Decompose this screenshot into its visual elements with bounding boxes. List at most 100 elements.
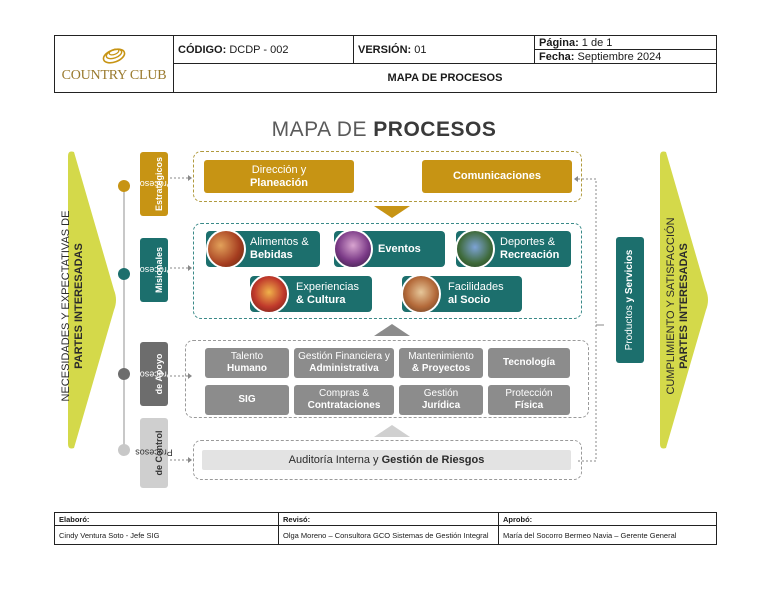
header-table: COUNTRY CLUB CÓDIGO: DCDP - 002 VERSIÓN:… — [54, 35, 717, 93]
frame-estrategicos — [193, 151, 582, 202]
pagina-label: Página: — [539, 36, 579, 49]
aprobo-value: María del Socorro Bermeo Navia – Gerente… — [503, 530, 677, 540]
elaboro-label: Elaboró: — [59, 514, 90, 524]
facilidades-line1: Facilidades — [448, 281, 504, 293]
reviso-cell: Olga Moreno – Consultora GCO Sistemas de… — [279, 526, 499, 544]
codigo-label: CÓDIGO: — [178, 43, 227, 56]
mantenimiento-line2: & Proyectos — [411, 363, 471, 374]
pagina-value: 1 de 1 — [581, 36, 613, 49]
process-mantenimiento: Mantenimiento & Proyectos — [399, 348, 483, 378]
map-title-bold: PROCESOS — [373, 118, 497, 141]
juridica-line2: Jurídica — [421, 400, 461, 411]
direccion-line2: Planeación — [249, 176, 309, 189]
fecha-cell: Fecha: Septiembre 2024 — [535, 50, 716, 64]
codigo-cell: CÓDIGO: DCDP - 002 — [174, 36, 354, 64]
talento-line2: Humano — [227, 363, 267, 374]
frame-apoyo — [185, 340, 589, 418]
process-compras: Compras & Contrataciones — [294, 385, 394, 415]
sig-label: SIG — [238, 394, 256, 405]
gestion-fin-line2: Administrativa — [309, 363, 379, 374]
mantenimiento-line1: Mantenimiento — [408, 351, 474, 362]
down-chevron-icon — [374, 206, 410, 218]
frame-misionales — [193, 223, 582, 319]
products-light: Productos — [624, 302, 635, 351]
reviso-label: Revisó: — [283, 514, 311, 524]
pagina-cell: Página: 1 de 1 — [535, 36, 716, 50]
dot-apoyo — [118, 368, 130, 380]
version-label: VERSIÓN: — [358, 43, 412, 56]
elaboro-value: Cindy Ventura Soto - Jefe SIG — [59, 530, 160, 540]
version-cell: VERSIÓN: 01 — [354, 36, 535, 64]
signature-table: Elaboró: Revisó: Aprobó: Cindy Ventura S… — [54, 512, 717, 545]
process-tecnologia: Tecnología — [488, 348, 570, 378]
auditoria-light: Auditoría Interna y — [288, 454, 379, 466]
left-input-arrow — [68, 151, 116, 449]
alimentos-line1: Alimentos & — [250, 236, 309, 248]
dot-misionales — [118, 268, 130, 280]
reviso-value: Olga Moreno – Consultora GCO Sistemas de… — [283, 530, 489, 540]
process-gestion-financiera: Gestión Financiera y Administrativa — [294, 348, 394, 378]
aprobo-cell: María del Socorro Bermeo Navia – Gerente… — [499, 526, 716, 544]
deportes-photo-icon — [455, 229, 495, 269]
experiencias-line2: & Cultura — [296, 294, 346, 306]
elaboro-header: Elaboró: — [55, 513, 279, 526]
map-title-light: MAPA DE — [271, 118, 374, 141]
gestion-fin-line1: Gestión Financiera y — [298, 351, 390, 362]
facilidades-line2: al Socio — [448, 294, 491, 306]
facilidades-photo-icon — [401, 274, 441, 314]
dot-control — [118, 444, 130, 456]
map-title: MAPA DE PROCESOS — [0, 118, 768, 142]
left-arrow-text: NECESIDADES Y EXPECTATIVAS DE PARTES INT… — [60, 186, 88, 426]
club-logo-icon — [102, 48, 126, 64]
experiencias-line1: Experiencias — [296, 281, 359, 293]
compras-line1: Compras & — [318, 388, 369, 399]
fecha-label: Fecha: — [539, 50, 575, 63]
logo-text: COUNTRY CLUB — [61, 68, 167, 83]
right-output-arrow — [660, 151, 708, 449]
juridica-line1: Gestión — [423, 388, 459, 399]
eventos-label: Eventos — [378, 242, 421, 255]
tecnologia-label: Tecnología — [502, 357, 556, 368]
proteccion-line1: Protección — [505, 388, 553, 399]
deportes-line2: Recreación — [500, 249, 560, 261]
process-juridica: Gestión Jurídica — [399, 385, 483, 415]
alimentos-photo-icon — [206, 229, 246, 269]
left-arrow-line2: PARTES INTERESADAS — [73, 243, 85, 369]
version-value: 01 — [414, 43, 427, 56]
right-arrow-text: CUMPLIMIENTO Y SATISFACCIÓN PARTES INTER… — [665, 186, 693, 426]
eventos-photo-icon — [333, 229, 373, 269]
fecha-value: Septiembre 2024 — [577, 50, 662, 63]
alimentos-line2: Bebidas — [250, 249, 293, 261]
left-arrow-line1: NECESIDADES Y EXPECTATIVAS DE — [60, 210, 72, 402]
aprobo-label: Aprobó: — [503, 514, 533, 524]
experiencias-photo-icon — [249, 274, 289, 314]
logo: COUNTRY CLUB — [55, 36, 174, 92]
process-comunicaciones: Comunicaciones — [422, 160, 572, 193]
doc-title: MAPA DE PROCESOS — [387, 72, 503, 84]
doc-title-cell: MAPA DE PROCESOS — [174, 64, 716, 92]
products-services-box: Productos y Servicios — [616, 237, 644, 363]
process-auditoria: Auditoría Interna y Gestión de Riesgos — [202, 450, 571, 470]
process-direccion: Dirección y Planeación — [204, 160, 354, 193]
process-sig: SIG — [205, 385, 289, 415]
comunicaciones-label: Comunicaciones — [452, 170, 542, 182]
process-talento: Talento Humano — [205, 348, 289, 378]
dot-estrategicos — [118, 180, 130, 192]
compras-line2: Contrataciones — [307, 400, 381, 411]
right-arrow-line2: PARTES INTERESADAS — [678, 243, 690, 369]
level-timeline — [123, 185, 125, 450]
right-arrow-line1: CUMPLIMIENTO Y SATISFACCIÓN — [665, 217, 677, 395]
up-chevron-light-icon — [374, 425, 410, 437]
products-bold: y Servicios — [624, 249, 635, 303]
reviso-header: Revisó: — [279, 513, 499, 526]
frame-control — [193, 440, 582, 480]
elaboro-cell: Cindy Ventura Soto - Jefe SIG — [55, 526, 279, 544]
codigo-value: DCDP - 002 — [229, 43, 289, 56]
process-proteccion: Protección Física — [488, 385, 570, 415]
talento-line1: Talento — [230, 351, 264, 362]
output-connector — [574, 176, 604, 462]
proteccion-line2: Física — [514, 400, 544, 411]
